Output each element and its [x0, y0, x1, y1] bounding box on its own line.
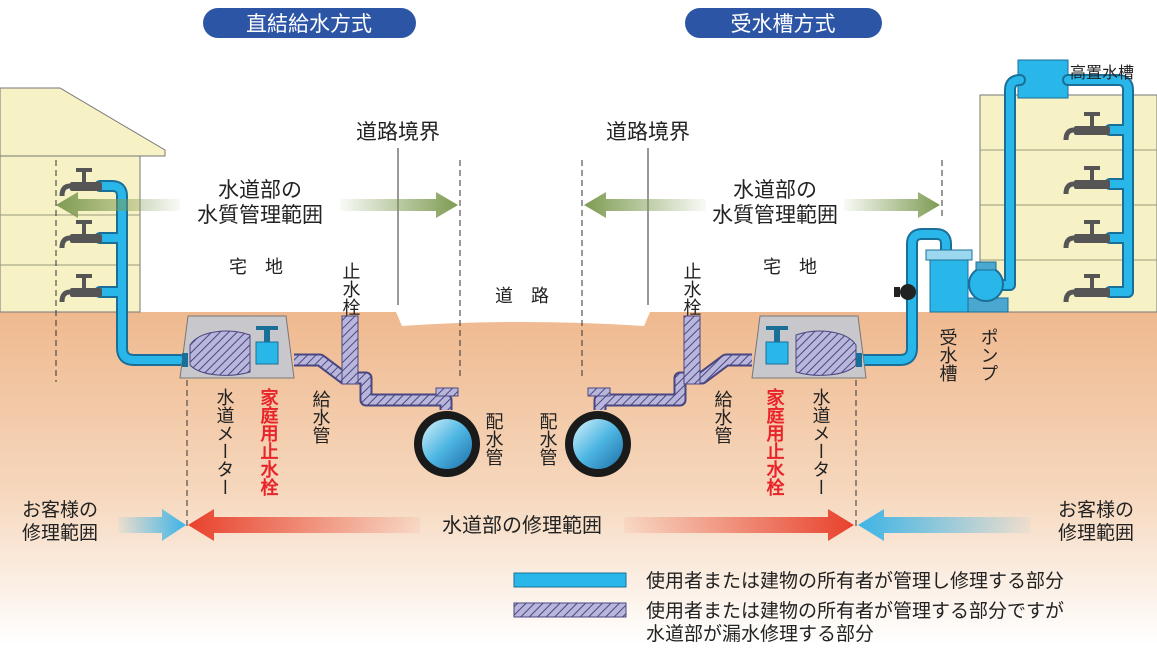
road-boundary-label-right: 道路境界: [606, 120, 690, 144]
ground: [0, 312, 1157, 645]
utility-repair-label: 水道部の修理範囲: [442, 513, 602, 537]
left-service-pipe-label: 給水管: [310, 390, 331, 444]
left-customer-repair-top: お客様の: [22, 499, 98, 521]
legend: 使用者または建物の所有者が管理し修理する部分 使用者または建物の所有者が管理する…: [513, 570, 1064, 645]
legend-utility-text-1: 使用者または建物の所有者が管理する部分ですが: [646, 600, 1064, 622]
right-meter-box: [751, 315, 867, 379]
left-stop-valve-label: 止水栓: [340, 262, 361, 316]
right-quality-label-top: 水道部の: [733, 178, 817, 202]
road-label: 道 路: [495, 286, 549, 307]
right-water-meter-label: 水道メーター: [810, 388, 831, 496]
left-distribution-main: [414, 411, 480, 477]
left-faucets: [59, 168, 102, 303]
left-distribution-pipe-label: 配水管: [483, 412, 504, 466]
right-distribution-main: [565, 411, 631, 477]
left-quality-label-top: 水道部の: [218, 178, 302, 202]
right-residential-label: 宅 地: [763, 257, 817, 278]
road-boundary-label-left: 道路境界: [356, 120, 440, 144]
left-title: 直結給水方式: [246, 12, 372, 36]
right-stop-valve-label: 止水栓: [681, 262, 702, 316]
left-title-badge: 直結給水方式: [203, 8, 416, 38]
left-quality-arrow-right: [340, 192, 458, 218]
legend-utility-swatch: [513, 602, 627, 618]
left-stop-valve: [341, 315, 359, 385]
customer-repair-arrow-right: [858, 509, 1030, 541]
right-distribution-pipe-label: 配水管: [537, 412, 558, 466]
pump-label: ポンプ: [978, 328, 999, 382]
right-customer-repair-bottom: 修理範囲: [1058, 522, 1134, 544]
left-residential-label: 宅 地: [229, 257, 283, 278]
left-customer-repair-bottom: 修理範囲: [22, 522, 98, 544]
left-owner-pipe: [96, 182, 184, 364]
right-quality-arrow-right: [844, 192, 940, 218]
elevated-tank-label: 高置水槽: [1070, 63, 1134, 82]
left-service-pipe: [294, 355, 451, 410]
right-title: 受水槽方式: [731, 12, 836, 36]
left-water-meter-label: 水道メーター: [214, 388, 235, 496]
right-customer-repair-top: お客様の: [1058, 499, 1134, 521]
legend-utility-text-2: 水道部が漏水修理する部分: [646, 623, 874, 645]
legend-owner-swatch: [513, 572, 627, 588]
right-home-stop-valve-label: 家庭用止水栓: [764, 387, 785, 497]
right-service-pipe-label: 給水管: [712, 390, 733, 444]
customer-repair-arrow-left: [118, 509, 186, 541]
left-quality-label-bottom: 水質管理範囲: [197, 203, 323, 227]
right-service-pipe: [595, 355, 752, 410]
right-faucets: [1063, 112, 1110, 303]
right-owner-pipe: [856, 76, 1132, 364]
right-quality-label-bottom: 水質管理範囲: [712, 203, 838, 227]
tank-valve-icon: [900, 284, 916, 300]
right-stop-valve: [683, 315, 701, 385]
receiving-tank-label: 受水槽: [937, 328, 958, 382]
right-title-badge: 受水槽方式: [685, 8, 882, 38]
left-quality-arrow-left: [56, 192, 180, 218]
pump: [967, 261, 1009, 313]
utility-repair-arrow-right: [624, 509, 854, 541]
legend-owner-text: 使用者または建物の所有者が管理し修理する部分: [646, 570, 1064, 592]
utility-repair-arrow-left: [188, 509, 420, 541]
receiving-tank: [925, 249, 973, 313]
left-meter-box: [179, 315, 295, 379]
left-home-stop-valve-label: 家庭用止水栓: [258, 387, 279, 497]
right-quality-arrow-left: [584, 192, 706, 218]
